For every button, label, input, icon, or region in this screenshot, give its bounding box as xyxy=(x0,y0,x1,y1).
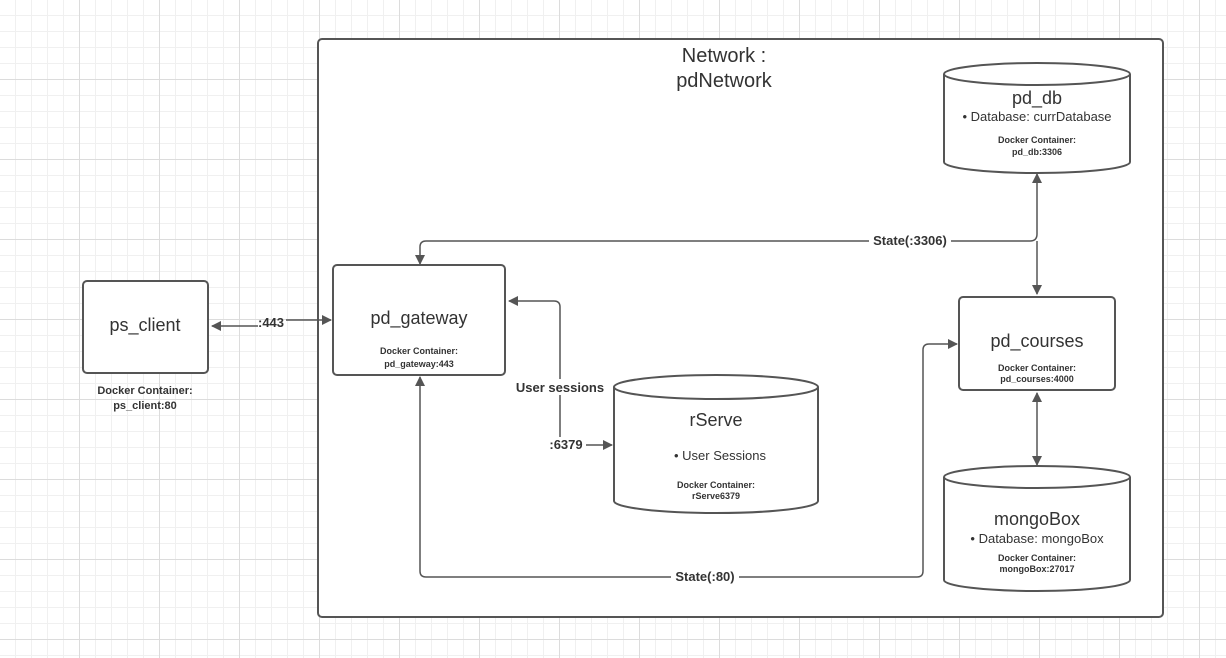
ps-client-container-line2: ps_client:80 xyxy=(113,400,177,412)
pd-db-bullet: • Database: currDatabase xyxy=(962,109,1111,124)
edge-label-80: State(:80) xyxy=(675,569,734,584)
edge-label-6379: :6379 xyxy=(549,437,582,452)
pd-gateway-box xyxy=(332,264,506,376)
pd-db-container-line1: Docker Container: xyxy=(998,135,1076,145)
pd-db-cylinder-body xyxy=(943,74,1131,174)
pd-courses-title: pd_courses xyxy=(990,331,1083,352)
rserve-cylinder-top xyxy=(613,374,819,400)
pd-gateway-title: pd_gateway xyxy=(370,308,467,329)
edges: :443 State(:3306) User sessions :6379 St… xyxy=(211,173,1042,586)
pd-courses-container-line1: Docker Container: xyxy=(998,363,1076,373)
edge-label-bg-80 xyxy=(671,568,739,586)
mongobox-cylinder-body xyxy=(943,477,1131,592)
rserve-container-line1: Docker Container: xyxy=(677,480,755,490)
ps-client-container-line1: Docker Container: xyxy=(97,385,192,397)
mongobox-container-line1: Docker Container: xyxy=(998,553,1076,563)
rserve-title: rServe xyxy=(689,410,742,430)
edge-label-bg-6379 xyxy=(546,437,586,453)
pd-courses-container-line2: pd_courses:4000 xyxy=(1000,374,1074,384)
node-pd-gateway[interactable]: pd_gateway Docker Container: pd_gateway:… xyxy=(332,264,506,376)
pd-db-cylinder-top xyxy=(943,62,1131,86)
node-pd-courses[interactable]: pd_courses Docker Container: pd_courses:… xyxy=(958,296,1116,391)
node-pd-db[interactable]: pd_db • Database: currDatabase Docker Co… xyxy=(943,62,1131,174)
edge-label-443: :443 xyxy=(258,315,284,330)
ps-client-title: ps_client xyxy=(109,315,180,336)
pd-db-title: pd_db xyxy=(1012,88,1062,109)
edge-label-bg-3306 xyxy=(869,232,951,250)
edge-gateway-courses xyxy=(415,339,958,578)
node-mongobox[interactable]: mongoBox • Database: mongoBox Docker Con… xyxy=(943,465,1131,592)
network-title-line2: pdNetwork xyxy=(676,70,773,92)
pd-gateway-container-line2: pd_gateway:443 xyxy=(384,359,454,369)
pd-db-container-line2: pd_db:3306 xyxy=(1012,147,1062,157)
mongobox-cylinder-top xyxy=(943,465,1131,489)
rserve-bullet: • User Sessions xyxy=(674,448,766,463)
rserve-container-line2: rServe6379 xyxy=(692,491,740,501)
pd-courses-box xyxy=(958,296,1116,391)
ps-client-box xyxy=(82,280,209,374)
rserve-cylinder-body xyxy=(613,387,819,514)
mongobox-bullet: • Database: mongoBox xyxy=(970,531,1104,546)
edge-label-user-sessions: User sessions xyxy=(516,380,604,395)
node-ps-client[interactable]: ps_client Docker Container: ps_client:80 xyxy=(82,280,209,412)
edge-gateway-db xyxy=(415,173,1042,265)
mongobox-container-line2: mongoBox:27017 xyxy=(999,564,1074,574)
mongobox-title: mongoBox xyxy=(994,509,1080,529)
pd-gateway-container-line1: Docker Container: xyxy=(380,346,458,356)
network-title-line1: Network : xyxy=(682,45,766,67)
node-rserve[interactable]: rServe • User Sessions Docker Container:… xyxy=(613,374,819,514)
edge-label-3306: State(:3306) xyxy=(873,233,947,248)
